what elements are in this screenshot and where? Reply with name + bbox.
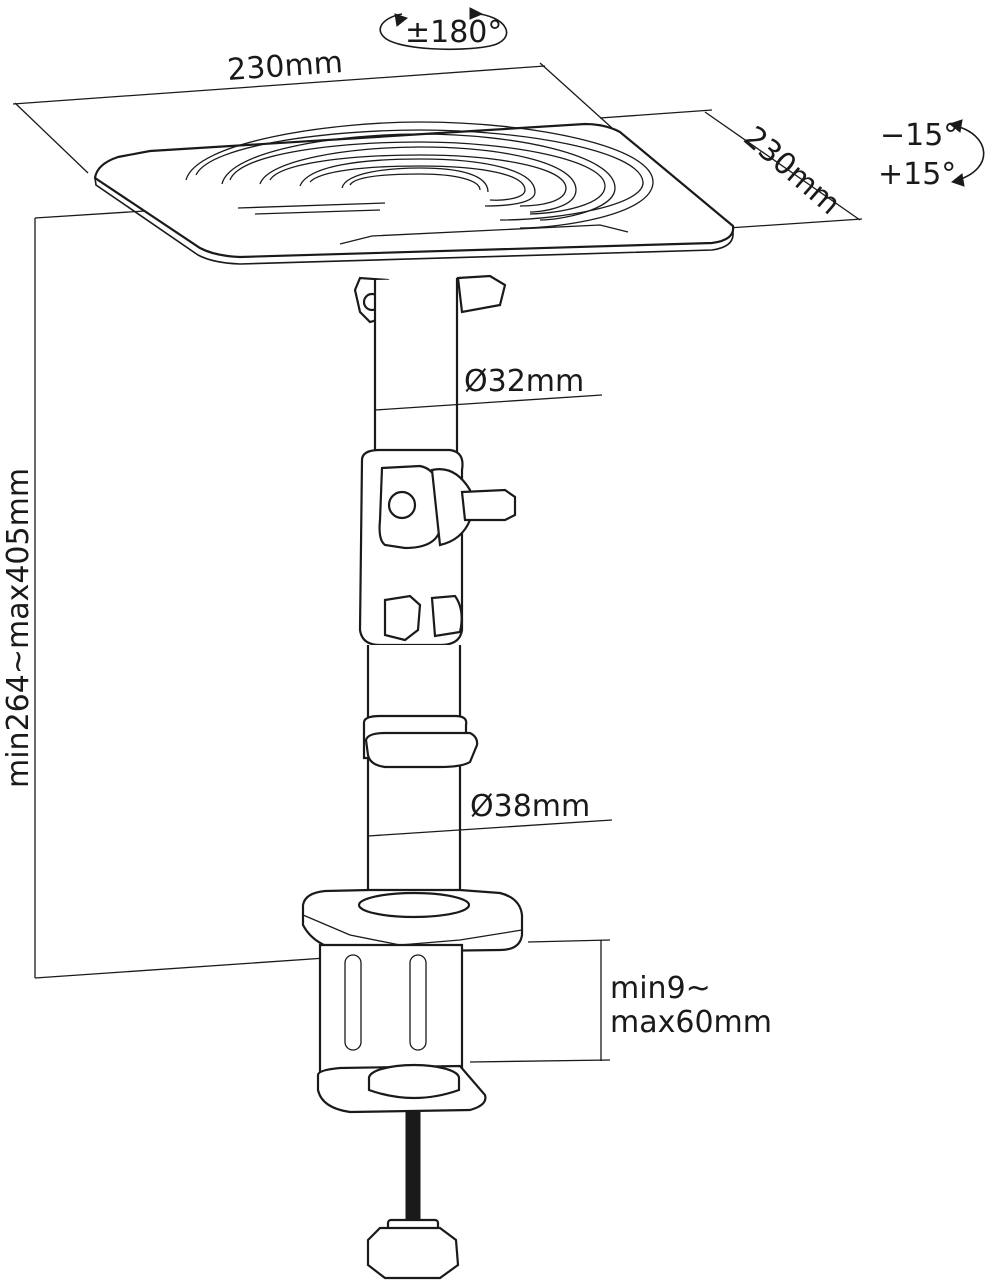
- tilt-arrow: [955, 125, 985, 181]
- collar-bolt-icon: [387, 490, 417, 520]
- clamp-body: [318, 943, 473, 1084]
- collar-lower-plate: [430, 594, 463, 638]
- clamp-knob: [366, 1226, 460, 1280]
- lower-tube: [366, 645, 462, 907]
- clamp-range-ext-bottom: [469, 1059, 611, 1063]
- height-collar: [358, 448, 517, 647]
- height-ext-bottom: [34, 956, 341, 979]
- width-dimension: 230mm: [12, 45, 613, 174]
- rotation-arrowhead-2: [394, 13, 409, 27]
- collar-lower-bolt-head: [383, 594, 422, 642]
- clamp-range-dimension: min9~ max60mm: [469, 939, 772, 1063]
- tilt-down-label: +15°: [878, 157, 956, 192]
- platform-grooves: [185, 121, 654, 229]
- clamp-slot-left: [344, 954, 362, 1051]
- clamp-range-ext-top: [527, 939, 611, 943]
- width-ext-right: [539, 62, 613, 129]
- collar-knob: [460, 488, 517, 522]
- cable-clip: [364, 731, 479, 769]
- lower-diameter-leader: [367, 819, 613, 837]
- width-dim-line: [12, 65, 546, 105]
- tilt-arrowhead-bottom: [950, 173, 965, 187]
- height-dimension: min264~max405mm: [1, 210, 341, 979]
- tilt-indicator: −15° +15°: [878, 118, 985, 192]
- lower-pole: Ø38mm: [362, 645, 613, 907]
- depth-dim-line: [704, 111, 861, 221]
- depth-ext-top: [599, 109, 713, 119]
- tilt-arrowhead-top: [948, 119, 963, 133]
- platform-edge: [94, 177, 734, 265]
- clamp-pressure-pad-side: [367, 1078, 461, 1100]
- clamp-max-label: max60mm: [610, 1005, 772, 1040]
- bracket-right: [456, 274, 507, 314]
- upper-tube: [373, 278, 459, 462]
- platform-plate: [93, 122, 735, 259]
- upper-diameter-label: Ø32mm: [464, 364, 584, 399]
- lower-diameter-label: Ø38mm: [470, 789, 590, 824]
- depth-label: 230mm: [737, 120, 847, 222]
- clamp-collar-ring: [357, 891, 471, 919]
- rotation-indicator: ±180°: [379, 7, 508, 51]
- upper-pole: Ø32mm: [373, 278, 603, 462]
- top-platform: [93, 121, 735, 265]
- clamp-min-label: min9~: [610, 971, 711, 1006]
- height-label: min264~max405mm: [1, 468, 36, 788]
- rotation-arrowhead: [469, 7, 484, 20]
- width-ext-left: [14, 102, 89, 174]
- height-ext-top: [34, 210, 146, 219]
- clamp-slot-right: [409, 954, 427, 1051]
- desk-clamp: [301, 888, 524, 1280]
- tilt-up-label: −15°: [880, 118, 958, 153]
- upper-diameter-leader: [374, 394, 603, 411]
- clamp-screw: [405, 1111, 421, 1223]
- rotation-label: ±180°: [405, 15, 502, 50]
- depth-ext-bottom: [727, 218, 863, 229]
- platform-rear-lip: [339, 224, 629, 245]
- width-label: 230mm: [226, 45, 344, 88]
- rotation-arrow: [379, 12, 508, 51]
